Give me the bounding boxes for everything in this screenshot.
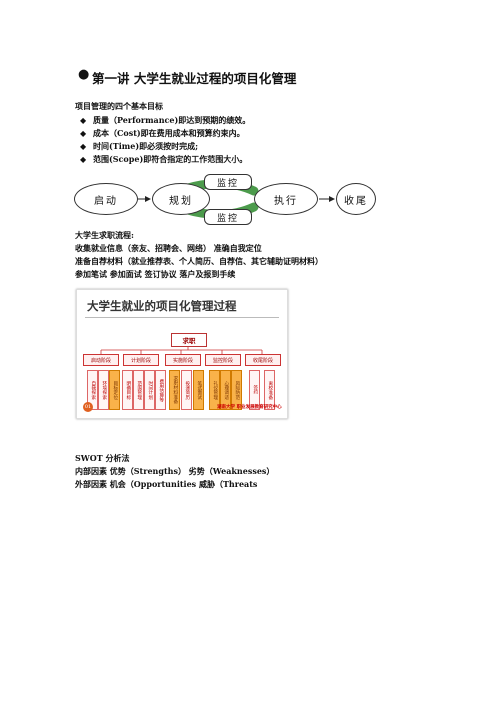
goal-item: ◆成本（Cost)即在费用成本和预算约束内。 xyxy=(80,128,245,138)
flow-node-close: 收尾 xyxy=(336,183,376,215)
page-title-text: 第一讲 大学生就业过程的项目化管理 xyxy=(92,71,297,86)
page-title: ● 第一讲 大学生就业过程的项目化管理 xyxy=(78,67,297,87)
slide-leaf: 时间计划 xyxy=(144,370,155,410)
slide-leaf: 投递简历 xyxy=(181,370,192,410)
slide-leaf: 环境探索 xyxy=(98,370,109,410)
process-line: 参加笔试 参加面试 签订协议 落户及报到手续 xyxy=(75,269,236,279)
process-line: 收集就业信息（亲友、招聘会、网络） 准确自我定位 xyxy=(75,243,262,253)
flow-node-execute: 执行 xyxy=(254,183,318,215)
slide-stage: 计划阶段 xyxy=(123,354,159,366)
goal-item: ◆范围(Scope)即符合指定的工作范围大小。 xyxy=(80,154,248,164)
slide-leaf: 离校准备 xyxy=(264,370,275,410)
goal-item: ◆质量（Performance)即达到预期的绩效。 xyxy=(80,115,251,125)
slide-leaf: 求职材料准备 xyxy=(169,370,180,410)
flow-node-start: 启动 xyxy=(74,183,138,215)
tree-connectors xyxy=(100,346,263,354)
slide-title: 大学生就业的项目化管理过程 xyxy=(87,299,237,313)
slide-leaf: 明确目标 xyxy=(122,370,133,410)
slide-leaf: 风险防范 xyxy=(231,370,242,410)
slide-leaf: 自我探索 xyxy=(87,370,98,410)
swot-external-line: 外部因素 机会（Opportunities 威胁（Threats xyxy=(75,479,258,489)
flow-node-monitor-top: 监控 xyxy=(204,174,252,190)
slide-leaf: 笔试面试 xyxy=(193,370,204,410)
flow-node-monitor-bottom: 监控 xyxy=(204,209,252,225)
process-line: 准备自荐材料（就业推荐表、个人简历、自荐信、其它辅助证明材料） xyxy=(75,256,323,266)
goals-heading: 项目管理的四个基本目标 xyxy=(75,101,163,111)
slide-stage: 启动阶段 xyxy=(83,354,119,366)
goal-item: ◆时间(Time)即必须按时完成; xyxy=(80,141,199,151)
diamond-bullet-icon: ◆ xyxy=(80,115,87,125)
slide-leaf: 心理调适 xyxy=(220,370,231,410)
slide-leaf: 礼仪管理 xyxy=(209,370,220,410)
slide-leaf: 签约 xyxy=(249,370,260,410)
slide-divider xyxy=(85,317,279,318)
slide-leaf: 费用估算等 xyxy=(155,370,166,410)
bullet-icon: ● xyxy=(78,67,90,82)
project-phase-flow-diagram: 启动 规划 监控 监控 执行 收尾 xyxy=(74,173,376,225)
diamond-bullet-icon: ◆ xyxy=(80,154,87,164)
diamond-bullet-icon: ◆ xyxy=(80,128,87,138)
slide-leaf: 目标定位 xyxy=(109,370,120,410)
swot-internal-line: 内部因素 优势（Strengths） 劣势（Weaknesses） xyxy=(75,466,275,476)
slide-stage: 监控阶段 xyxy=(205,354,241,366)
diamond-bullet-icon: ◆ xyxy=(80,141,87,151)
process-heading: 大学生求职流程: xyxy=(75,230,134,240)
slide-stage: 收尾阶段 xyxy=(245,354,281,366)
slide-stage: 实施阶段 xyxy=(165,354,201,366)
flow-node-plan: 规划 xyxy=(152,183,210,215)
swot-heading: SWOT 分析法 xyxy=(75,453,130,463)
slide-page-badge: 01 xyxy=(83,402,93,412)
slide-leaf: 范围管理 xyxy=(133,370,144,410)
slide-watermark-logo: 湖南大学 职业发展教育研究中心 xyxy=(217,405,282,410)
project-management-slide-image: 大学生就业的项目化管理过程 求职 启动阶段 计划阶段 实施阶段 监控阶段 收尾阶… xyxy=(76,289,288,419)
slide-root-node: 求职 xyxy=(171,333,207,347)
